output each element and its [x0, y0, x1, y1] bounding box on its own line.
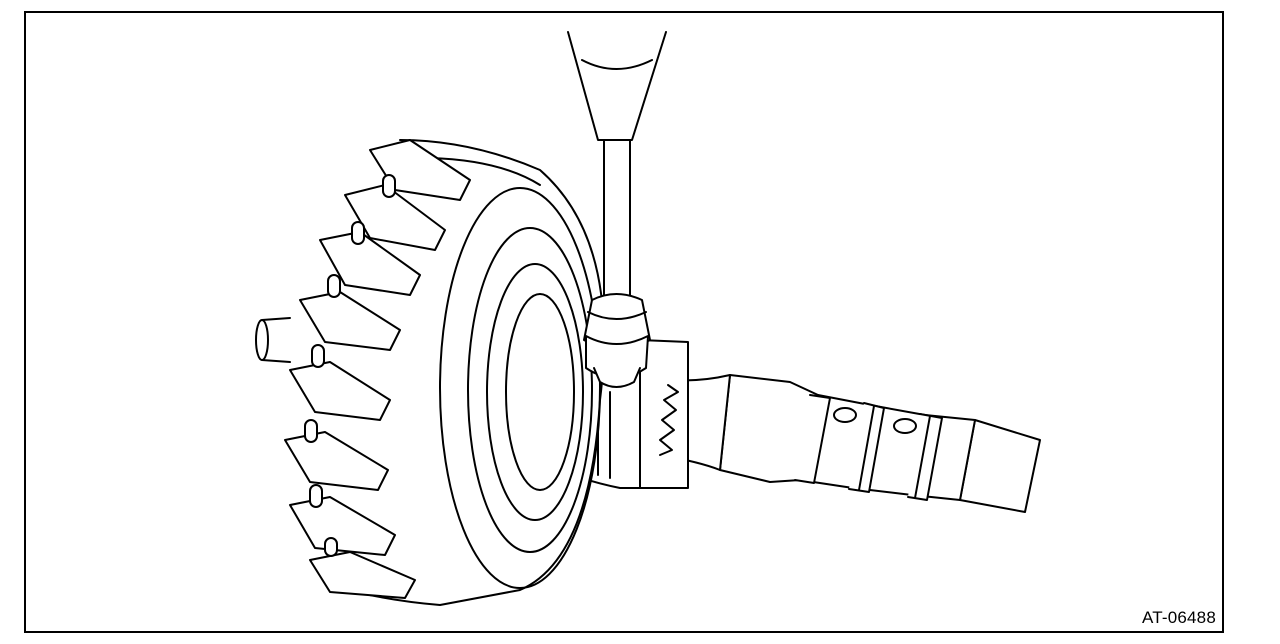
shaft [659, 374, 1041, 513]
drum-body-ribs [284, 139, 471, 599]
figure-reference-code: AT-06488 [1139, 608, 1218, 628]
drum-rim [329, 139, 605, 606]
press-tool [567, 31, 667, 388]
rear-stub-shaft [255, 317, 291, 363]
drum-front-face [439, 187, 601, 589]
splined-section [639, 339, 689, 489]
